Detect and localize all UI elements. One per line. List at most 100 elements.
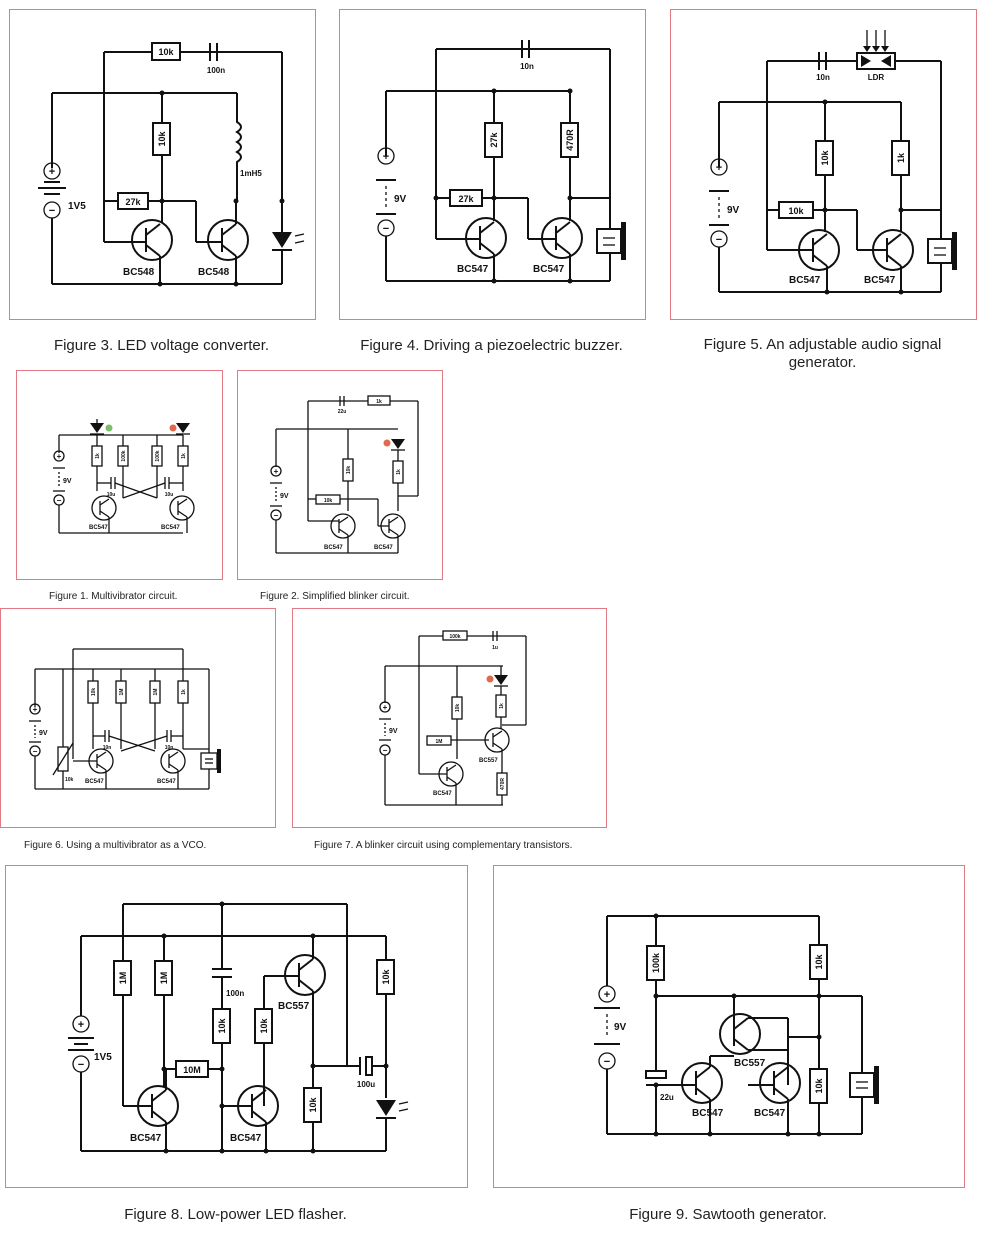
svg-text:+: +: [78, 1019, 84, 1031]
fig6-t1-label: BC547: [85, 779, 104, 785]
fig7-t1-label: BC557: [479, 758, 498, 764]
figure-1-schematic: + 9V − 1k 100k 100k 1k 10u 10u BC547 BC5…: [53, 419, 195, 534]
fig2-r-base-label: 10k: [324, 498, 333, 504]
fig8-r1-label: 1M: [118, 972, 128, 985]
fig8-t3-label: BC557: [278, 1001, 310, 1012]
svg-text:−: −: [716, 234, 722, 246]
figure-8-panel: + − 1V5 1M 1M 100n 10k 10M BC547 10k BC5…: [5, 865, 468, 1188]
fig9-t3-label: BC557: [734, 1058, 766, 1069]
fig5-t1-label: BC547: [789, 275, 821, 286]
fig3-r-base-label: 27k: [125, 197, 141, 207]
fig5-battery-label: 9V: [727, 205, 740, 216]
fig7-r-top-label: 100k: [449, 634, 460, 640]
svg-text:−: −: [33, 747, 38, 756]
svg-text:−: −: [383, 746, 388, 755]
fig2-r1-label: 10k: [346, 466, 352, 475]
figure-4-schematic: 10n + 9V − 27k 470R 27k BC547 BC547: [376, 40, 626, 284]
figure-2-caption: Figure 2. Simplified blinker circuit.: [260, 591, 410, 602]
fig3-t2-label: BC548: [198, 267, 230, 278]
piezo-buzzer-icon: [200, 752, 218, 770]
svg-text:+: +: [383, 151, 389, 163]
fig2-r2-label: 1k: [396, 469, 402, 475]
fig2-t1-label: BC547: [324, 545, 343, 551]
fig9-r1-label: 100k: [651, 952, 661, 973]
svg-text:−: −: [49, 205, 55, 217]
svg-text:−: −: [274, 511, 279, 520]
fig1-battery-label: 9V: [63, 478, 72, 485]
figure-5-panel: 10n LDR + 9V − 10k 1k 10k BC547 BC547: [670, 9, 977, 320]
fig4-r-base-label: 27k: [458, 194, 474, 204]
fig6-c2-label: 10n: [165, 745, 174, 751]
fig1-t1-label: BC547: [89, 525, 108, 531]
figure-4-panel: 10n + 9V − 27k 470R 27k BC547 BC547: [339, 9, 646, 320]
fig8-r3-label: 10k: [217, 1018, 227, 1034]
red-led-icon: [383, 439, 391, 447]
svg-text:−: −: [78, 1059, 84, 1071]
fig7-r3-label: 470R: [500, 778, 506, 790]
fig5-r1-label: 10k: [820, 150, 830, 166]
red-led-icon: [169, 424, 177, 432]
fig2-c-top-label: 22u: [338, 409, 347, 415]
svg-text:−: −: [57, 496, 62, 505]
fig8-c2-label: 100u: [357, 1080, 375, 1089]
fig9-r3-label: 10k: [814, 1078, 824, 1094]
figure-4-caption: Figure 4. Driving a piezoelectric buzzer…: [360, 337, 623, 354]
svg-text:+: +: [274, 467, 279, 476]
fig1-r2-label: 100k: [121, 450, 127, 461]
fig4-battery-label: 9V: [394, 194, 407, 205]
fig7-r-base-label: 1M: [436, 739, 443, 745]
fig1-c1-label: 10u: [107, 492, 116, 498]
led-icon: [376, 1100, 396, 1116]
fig2-r-top-label: 1k: [376, 399, 382, 405]
svg-text:+: +: [57, 452, 62, 461]
fig6-r4-label: 1k: [181, 689, 187, 695]
fig7-r2-label: 1k: [499, 703, 505, 709]
fig8-r2-label: 1M: [159, 972, 169, 985]
fig4-t1-label: BC547: [457, 264, 489, 275]
figure-7-panel: 100k 1u + 9V − 10k 1k 1M BC557 470R BC54…: [292, 608, 607, 828]
fig6-r3-label: 1M: [153, 689, 159, 696]
fig4-r2-label: 470R: [565, 129, 575, 151]
fig8-r5-label: 10k: [308, 1097, 318, 1113]
red-led-icon: [486, 675, 494, 683]
figure-5-schematic: 10n LDR + 9V − 10k 1k 10k BC547 BC547: [709, 30, 957, 295]
fig7-t2-label: BC547: [433, 791, 452, 797]
fig5-r-base-label: 10k: [788, 206, 804, 216]
fig9-battery-label: 9V: [614, 1022, 627, 1033]
figure-7-caption: Figure 7. A blinker circuit using comple…: [314, 840, 573, 851]
fig4-r1-label: 27k: [489, 132, 499, 148]
fig6-battery-label: 9V: [39, 730, 48, 737]
fig7-r1-label: 10k: [455, 704, 461, 713]
fig8-r4-label: 10k: [259, 1018, 269, 1034]
fig1-r1-label: 1k: [95, 453, 101, 459]
fig8-t2-label: BC547: [230, 1133, 262, 1144]
figure-5-caption: Figure 5. An adjustable audio signal gen…: [703, 336, 942, 371]
fig3-c-top-label: 100n: [207, 66, 225, 75]
fig1-t2-label: BC547: [161, 525, 180, 531]
fig3-r-top-label: 10k: [158, 47, 174, 57]
fig9-t1-label: BC547: [692, 1108, 724, 1119]
fig5-t2-label: BC547: [864, 275, 896, 286]
figure-8-caption: Figure 8. Low-power LED flasher.: [124, 1206, 347, 1223]
fig8-t1-label: BC547: [130, 1133, 162, 1144]
fig1-c2-label: 10u: [165, 492, 174, 498]
fig6-r1-label: 10k: [91, 688, 97, 697]
fig2-t2-label: BC547: [374, 545, 393, 551]
fig6-c1-label: 10n: [103, 745, 112, 751]
fig5-ldr-label: LDR: [868, 73, 885, 82]
fig3-r-mid-label: 10k: [157, 131, 167, 147]
fig1-r4-label: 1k: [181, 453, 187, 459]
fig8-r6-label: 10k: [381, 969, 391, 985]
figure-9-caption: Figure 9. Sawtooth generator.: [629, 1206, 827, 1223]
figure-8-schematic: + − 1V5 1M 1M 100n 10k 10M BC547 10k BC5…: [68, 901, 409, 1154]
fig7-c-top-label: 1u: [492, 645, 498, 651]
figure-1-caption: Figure 1. Multivibrator circuit.: [49, 591, 178, 602]
fig2-battery-label: 9V: [280, 493, 289, 500]
fig3-inductor-label: 1mH5: [240, 169, 262, 178]
ldr-icon: [856, 52, 896, 70]
fig1-r3-label: 100k: [155, 450, 161, 461]
figure-7-schematic: 100k 1u + 9V − 10k 1k 1M BC557 470R BC54…: [379, 630, 527, 806]
figure-6-caption: Figure 6. Using a multivibrator as a VCO…: [24, 840, 207, 851]
fig8-r-base-label: 10M: [183, 1065, 201, 1075]
piezo-buzzer-icon: [849, 1072, 875, 1098]
